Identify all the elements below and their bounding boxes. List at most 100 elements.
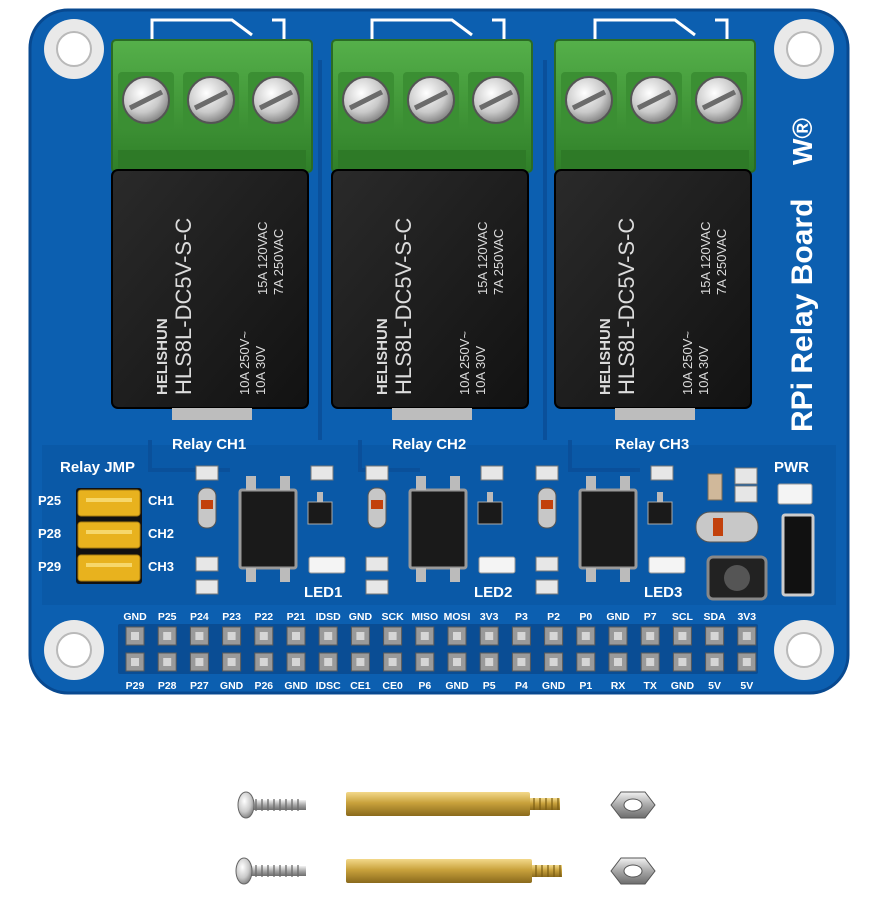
smd-resistor xyxy=(195,465,219,481)
gpio-label-bottom: CE0 xyxy=(382,680,403,692)
status-led xyxy=(478,556,516,574)
terminal-screw xyxy=(248,72,304,130)
relay-marking: 15A 120VAC xyxy=(698,222,713,295)
gpio-label-top: P7 xyxy=(644,611,657,623)
optocoupler xyxy=(238,488,298,570)
relay-marking: 10A 250V~ xyxy=(237,331,252,395)
relay-channel-label: Relay CH1 xyxy=(172,436,246,453)
jumper-cap xyxy=(77,489,141,517)
smd-resistor xyxy=(650,465,674,481)
jumper-pin-label: P29 xyxy=(38,559,61,574)
smd-resistor xyxy=(195,556,219,572)
gpio-label-top: GND xyxy=(606,611,630,623)
relay-marking: HLS8L-DC5V-S-C xyxy=(171,218,196,395)
relay-marking: 10A 30V xyxy=(696,346,711,395)
screw-terminal xyxy=(331,39,533,173)
gpio-label-top: P3 xyxy=(515,611,528,623)
screw-terminal xyxy=(111,39,313,173)
gpio-label-bottom: 5V xyxy=(740,680,753,692)
smd-resistor xyxy=(365,465,389,481)
gpio-label-bottom: GND xyxy=(284,680,308,692)
driver-circuit: LED3 xyxy=(535,465,686,601)
jumper-channel-label: CH1 xyxy=(148,493,174,508)
screw-terminal xyxy=(554,39,756,173)
relay-channel-label: Relay CH3 xyxy=(615,436,689,453)
mounting-hole xyxy=(44,19,104,79)
gpio-label-top: 3V3 xyxy=(480,611,499,623)
relay-marking: 10A 30V xyxy=(473,346,488,395)
gpio-label-bottom: P4 xyxy=(515,680,528,692)
terminal-screw xyxy=(338,72,394,130)
relay-marking: 7A 250VAC xyxy=(271,229,286,295)
gpio-label-bottom: RX xyxy=(611,680,626,692)
smd-resistor xyxy=(365,579,389,595)
relay-symbol xyxy=(370,18,506,48)
gpio-label-top: P25 xyxy=(158,611,177,623)
transistor xyxy=(307,501,333,525)
gpio-label-bottom: TX xyxy=(643,680,656,692)
relay-marking: 10A 30V xyxy=(253,346,268,395)
screw xyxy=(235,857,306,885)
terminal-screw xyxy=(626,72,682,130)
gpio-label-bottom: GND xyxy=(671,680,695,692)
gpio-label-bottom: CE1 xyxy=(350,680,371,692)
smd-resistor xyxy=(365,556,389,572)
relay-marking: 15A 120VAC xyxy=(255,222,270,295)
smd-resistor xyxy=(480,465,504,481)
gpio-label-bottom: P6 xyxy=(418,680,431,692)
led-label: LED1 xyxy=(304,584,342,601)
jumper-title: Relay JMP xyxy=(60,459,135,476)
gpio-label-top: P23 xyxy=(222,611,241,623)
gpio-label-top: MOSI xyxy=(444,611,471,623)
smd-resistor xyxy=(535,465,559,481)
driver-circuit: LED1 xyxy=(195,465,346,601)
transistor xyxy=(477,501,503,525)
gpio-label-bottom: P5 xyxy=(483,680,496,692)
mounting-hole xyxy=(44,620,104,680)
optocoupler xyxy=(408,488,468,570)
driver-circuit: LED2 xyxy=(365,465,516,601)
jumper-pin-label: P25 xyxy=(38,493,61,508)
relay-channel-label: Relay CH2 xyxy=(392,436,466,453)
jumper-channel-label: CH3 xyxy=(148,559,174,574)
gpio-label-top: MISO xyxy=(411,611,438,623)
relay-marking: HELISHUN xyxy=(154,318,171,395)
mounting-hole xyxy=(774,19,834,79)
gpio-label-bottom: P1 xyxy=(579,680,592,692)
relay-marking: HELISHUN xyxy=(597,318,614,395)
nut xyxy=(610,791,656,819)
gpio-label-top: SCK xyxy=(382,611,405,623)
led-label: LED3 xyxy=(644,584,682,601)
standoff xyxy=(346,859,562,883)
status-led xyxy=(648,556,686,574)
gpio-label-bottom: P27 xyxy=(190,680,209,692)
terminal-screw xyxy=(183,72,239,130)
gpio-label-bottom: GND xyxy=(220,680,244,692)
brand-logo: W® xyxy=(787,118,818,165)
gpio-label-top: P21 xyxy=(287,611,306,623)
smd-resistor xyxy=(195,579,219,595)
smd-resistor xyxy=(310,465,334,481)
gpio-label-top: P24 xyxy=(190,611,209,623)
relay-symbol xyxy=(150,18,286,48)
gpio-label-bottom: P26 xyxy=(254,680,273,692)
smd-resistor xyxy=(535,556,559,572)
relay-marking: HELISHUN xyxy=(374,318,391,395)
jumper-pin-label: P28 xyxy=(38,526,61,541)
transistor xyxy=(647,501,673,525)
gpio-label-bottom: GND xyxy=(445,680,469,692)
mounting-hole xyxy=(774,620,834,680)
terminal-screw xyxy=(118,72,174,130)
relay-marking: 15A 120VAC xyxy=(475,222,490,295)
hardware-kit xyxy=(235,791,656,885)
terminal-screw xyxy=(403,72,459,130)
gpio-label-top: P0 xyxy=(579,611,592,623)
gpio-label-top: SDA xyxy=(704,611,727,623)
